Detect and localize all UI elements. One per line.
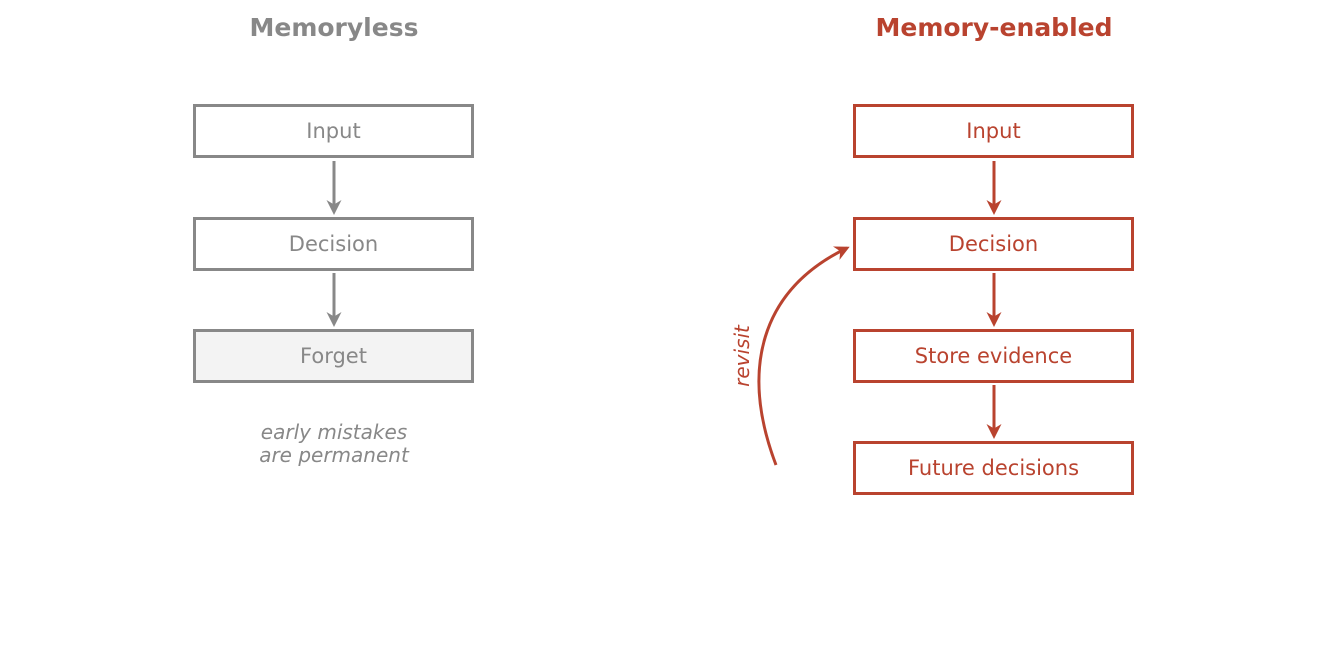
memory-enabled-store-evidence-label: Store evidence (914, 344, 1073, 368)
memoryless-title: Memoryless (249, 13, 419, 42)
memory-enabled-future-decisions-label: Future decisions (907, 456, 1080, 480)
memoryless-input-box: Input (193, 104, 474, 158)
memory-enabled-decision-label: Decision (948, 232, 1039, 256)
memory-enabled-store-evidence-box: Store evidence (853, 329, 1134, 383)
memory-enabled-input-label: Input (966, 119, 1021, 143)
memoryless-note: early mistakes are permanent (184, 421, 484, 467)
memoryless-decision-box: Decision (193, 217, 474, 271)
memory-enabled-future-decisions-box: Future decisions (853, 441, 1134, 495)
memoryless-input-label: Input (306, 119, 361, 143)
memoryless-forget-box: Forget (193, 329, 474, 383)
memoryless-note-line-2: are permanent (259, 443, 409, 467)
arrow-revisit-loop (757, 246, 850, 466)
memoryless-decision-label: Decision (288, 232, 379, 256)
memory-enabled-input-box: Input (853, 104, 1134, 158)
memory-enabled-decision-box: Decision (853, 217, 1134, 271)
memoryless-note-line-1: early mistakes (260, 420, 408, 444)
memoryless-forget-label: Forget (300, 344, 367, 368)
memory-enabled-title: Memory-enabled (875, 13, 1113, 42)
